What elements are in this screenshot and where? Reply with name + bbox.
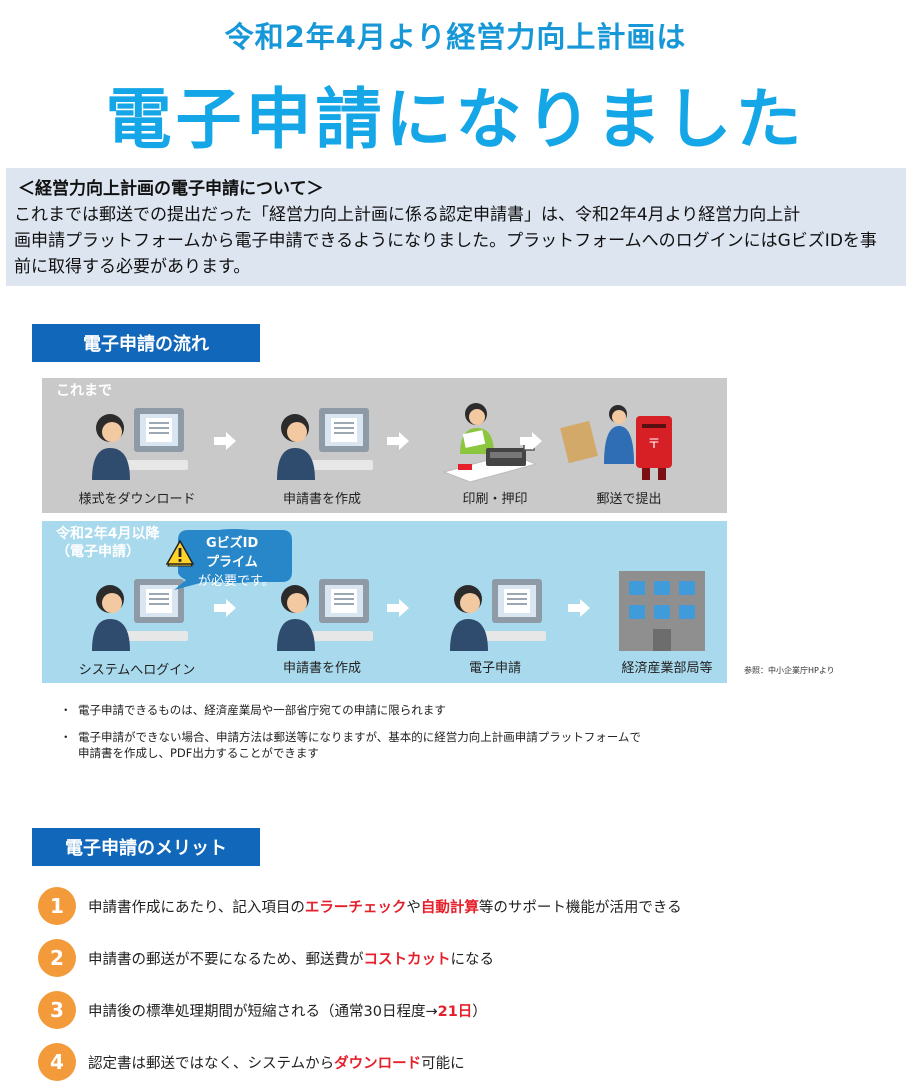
- flow-step: システムへログイン: [72, 573, 202, 678]
- flow-panel-after: 令和2年4月以降 （電子申請） システムへログイン: [42, 521, 727, 683]
- merit-item: 2 申請書の郵送が不要になるため、郵送費がコストカットになる: [38, 938, 494, 978]
- about-body: これまでは郵送での提出だった「経営力向上計画に係る認定申請書」は、令和2年4月よ…: [14, 202, 902, 280]
- merit-text-part: 申請後の標準処理期間が短縮される（通常30日程度→: [88, 1003, 438, 1020]
- step-label: システムへログイン: [78, 663, 196, 678]
- callout-text: が必要です。: [198, 574, 275, 589]
- flow-step: 申請書を作成: [257, 573, 387, 676]
- merit-text-part: や: [406, 899, 421, 916]
- about-line: これまでは郵送での提出だった「経営力向上計画に係る認定申請書」は、令和2年4月よ…: [14, 205, 801, 225]
- svg-text:〒: 〒: [647, 437, 660, 452]
- step-label: 様式をダウンロード: [78, 492, 196, 507]
- merit-item: 3 申請後の標準処理期間が短縮される（通常30日程度→21日）: [38, 990, 487, 1030]
- merits-section-title: 電子申請のメリット: [32, 828, 260, 866]
- merit-text-part: ）: [472, 1003, 487, 1020]
- panel-label-before: これまで: [56, 383, 112, 399]
- printer-person-icon: [442, 403, 538, 482]
- flow-step: 印刷・押印: [430, 398, 560, 507]
- panel-label-after-line: 令和2年4月以降: [56, 526, 160, 542]
- merit-highlight: ダウンロード: [334, 1055, 422, 1072]
- merit-text: 申請後の標準処理期間が短縮される（通常30日程度→21日）: [88, 1000, 487, 1021]
- step-label: 郵送で提出: [596, 492, 662, 507]
- office-building-icon: [619, 571, 705, 651]
- about-line: 前に取得する必要があります。: [14, 257, 251, 277]
- arrow-right-icon: [568, 599, 590, 617]
- source-note: 参照：中小企業庁HPより: [744, 666, 835, 675]
- flow-step: 申請書を作成: [257, 402, 387, 507]
- merit-item: 4 認定書は郵送ではなく、システムからダウンロード可能に: [38, 1042, 465, 1082]
- flow-step: 〒 郵送で提出: [554, 402, 684, 507]
- merit-highlight: コストカット: [363, 951, 451, 968]
- step-label: 申請書を作成: [282, 661, 361, 676]
- merit-highlight: エラーチェック: [304, 899, 407, 916]
- flow-section-title: 電子申請の流れ: [32, 324, 260, 362]
- arrow-right-icon: [214, 432, 236, 450]
- bullet: ・: [60, 730, 72, 744]
- step-label: 経済産業部局等: [621, 661, 713, 676]
- step-label: 申請書を作成: [282, 492, 361, 507]
- panel-label-after: 令和2年4月以降 （電子申請）: [56, 525, 159, 561]
- merit-text-part: 申請書の郵送が不要になるため、郵送費が: [88, 951, 364, 968]
- merit-item: 1 申請書作成にあたり、記入項目のエラーチェックや自動計算等のサポート機能が活用…: [38, 886, 682, 926]
- note-item: ・電子申請できるものは、経済産業局や一部省庁宛ての申請に限られます: [60, 702, 446, 718]
- arrow-right-icon: [214, 599, 236, 617]
- flow-step: 様式をダウンロード: [72, 402, 202, 507]
- mailbox-person-icon: 〒: [560, 405, 672, 480]
- merit-text: 申請書の郵送が不要になるため、郵送費がコストカットになる: [88, 948, 494, 969]
- arrow-right-icon: [520, 432, 542, 450]
- merit-highlight: 自動計算: [420, 899, 479, 916]
- callout-text: プライム: [206, 555, 258, 570]
- merit-text-part: 可能に: [421, 1055, 465, 1072]
- arrow-right-icon: [387, 599, 409, 617]
- warning-icon: [166, 540, 194, 565]
- merit-number-badge: 3: [38, 991, 76, 1029]
- arrow-right-icon: [387, 432, 409, 450]
- flow-panel-before: これまで 様式をダウンロード: [42, 378, 727, 513]
- panel-label-after-line: （電子申請）: [56, 544, 140, 560]
- merit-number-badge: 1: [38, 887, 76, 925]
- note-text-continued: 申請書を作成し、PDF出力することができます: [78, 746, 319, 760]
- merit-text: 申請書作成にあたり、記入項目のエラーチェックや自動計算等のサポート機能が活用でき…: [88, 896, 682, 917]
- about-line: 画申請プラットフォームから電子申請できるようになりました。プラットフォームへのロ…: [14, 231, 877, 251]
- merit-text-part: 認定書は郵送ではなく、システムから: [88, 1055, 335, 1072]
- bullet: ・: [60, 703, 72, 717]
- computer-user-icon: [277, 408, 373, 480]
- computer-user-icon: [92, 579, 188, 651]
- note-text: 電子申請できるものは、経済産業局や一部省庁宛ての申請に限られます: [78, 703, 446, 717]
- merit-number-badge: 2: [38, 939, 76, 977]
- merit-text-part: 申請書作成にあたり、記入項目の: [88, 899, 305, 916]
- merit-text-part: 等のサポート機能が活用できる: [478, 899, 682, 916]
- merit-text: 認定書は郵送ではなく、システムからダウンロード可能に: [88, 1052, 465, 1073]
- callout-text: GビズID: [206, 536, 259, 551]
- page-title: 電子申請になりました: [105, 81, 806, 158]
- computer-user-icon: [277, 579, 373, 651]
- step-label: 電子申請: [468, 661, 521, 676]
- about-box: ＜経営力向上計画の電子申請について＞ これまでは郵送での提出だった「経営力向上計…: [6, 168, 906, 286]
- merit-text-part: になる: [450, 951, 495, 968]
- subtitle: 令和2年4月より経営力向上計画は: [224, 20, 687, 54]
- note-text: 電子申請ができない場合、申請方法は郵送等になりますが、基本的に経営力向上計画申請…: [78, 730, 641, 744]
- computer-user-icon: [92, 408, 188, 480]
- flow-step: 経済産業部局等: [597, 569, 727, 676]
- merit-number-badge: 4: [38, 1043, 76, 1081]
- note-item: ・電子申請ができない場合、申請方法は郵送等になりますが、基本的に経営力向上計画申…: [60, 729, 641, 745]
- about-heading: ＜経営力向上計画の電子申請について＞: [18, 179, 324, 199]
- merit-highlight: 21日: [437, 1003, 473, 1020]
- flow-step: 電子申請: [430, 573, 560, 676]
- computer-user-icon: [450, 579, 546, 651]
- step-label: 印刷・押印: [462, 492, 528, 507]
